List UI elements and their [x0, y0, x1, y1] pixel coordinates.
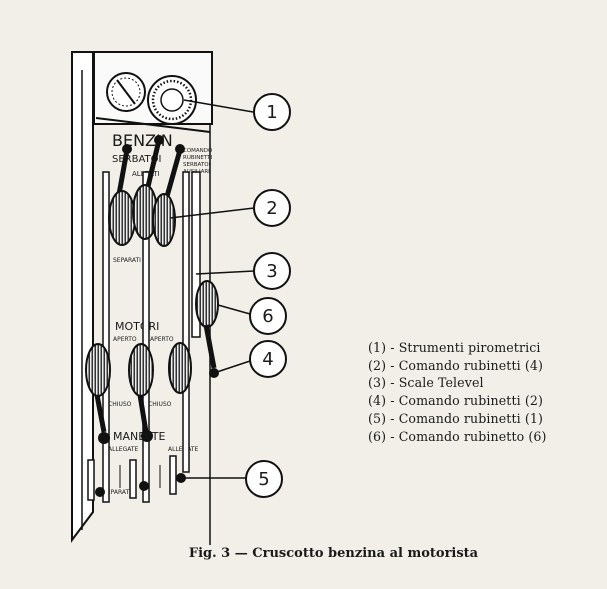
panel-label-serbatoi: SERBATOI	[112, 154, 161, 165]
engine-cock-levers	[85, 342, 192, 444]
panel-label-motori: MOTORI	[115, 320, 159, 333]
panel-label-aux: COMANDO RUBINETTI SERBATOI AUSILIARI	[183, 148, 213, 175]
panel-label-aperto-2: APERTO	[150, 336, 174, 343]
bottom-slider-handles	[87, 455, 186, 501]
panel-label-separate: SEPARATI	[103, 489, 131, 496]
callout-1: 1	[253, 93, 291, 131]
legend-item-1: (1) - Strumenti pirometrici	[368, 340, 541, 355]
callout-5: 5	[245, 460, 283, 498]
svg-text:5: 5	[258, 469, 269, 490]
svg-text:SERBATOI: SERBATOI	[183, 162, 211, 168]
panel-label-aperto-1: APERTO	[113, 336, 137, 343]
callout-2: 2	[253, 189, 291, 227]
svg-text:RUBINETTI: RUBINETTI	[183, 155, 212, 161]
legend-list: (1) - Strumenti pirometrici (2) - Comand…	[368, 339, 547, 445]
callout-6: 6	[249, 297, 287, 335]
legend-item-5: (5) - Comando rubinetti (1)	[368, 410, 544, 426]
panel-label-separati: SEPARATI	[113, 257, 141, 264]
panel-label-chiuso-2: CHIUSO	[148, 401, 172, 408]
legend-item-3: (3) - Scale Televel	[368, 375, 484, 391]
callout-leaders	[169, 99, 255, 479]
svg-text:1: 1	[266, 102, 277, 123]
svg-text:COMANDO: COMANDO	[183, 148, 213, 154]
svg-text:4: 4	[262, 349, 273, 370]
legend-item-2: (2) - Comando rubinetti (4)	[368, 357, 544, 373]
panel-label-chiuso-1: CHIUSO	[108, 401, 132, 408]
callout-3: 3	[253, 252, 291, 290]
callout-4: 4	[249, 340, 287, 378]
televel-scale	[191, 171, 201, 338]
svg-text:6: 6	[262, 306, 273, 327]
svg-text:2: 2	[266, 198, 277, 219]
panel-label-manette: MANETTE	[113, 430, 165, 443]
auxiliary-cock-knob	[195, 280, 219, 378]
panel-label-allegate-1: ALLEGATE	[108, 446, 139, 453]
figure-caption: Fig. 3 — Cruscotto benzina al motorista	[188, 546, 479, 561]
legend-item-6: (6) - Comando rubinetto (6)	[368, 428, 547, 444]
tank-cock-levers	[108, 135, 185, 247]
svg-text:3: 3	[266, 261, 277, 282]
legend-item-4: (4) - Comando rubinetti (2)	[368, 393, 544, 409]
